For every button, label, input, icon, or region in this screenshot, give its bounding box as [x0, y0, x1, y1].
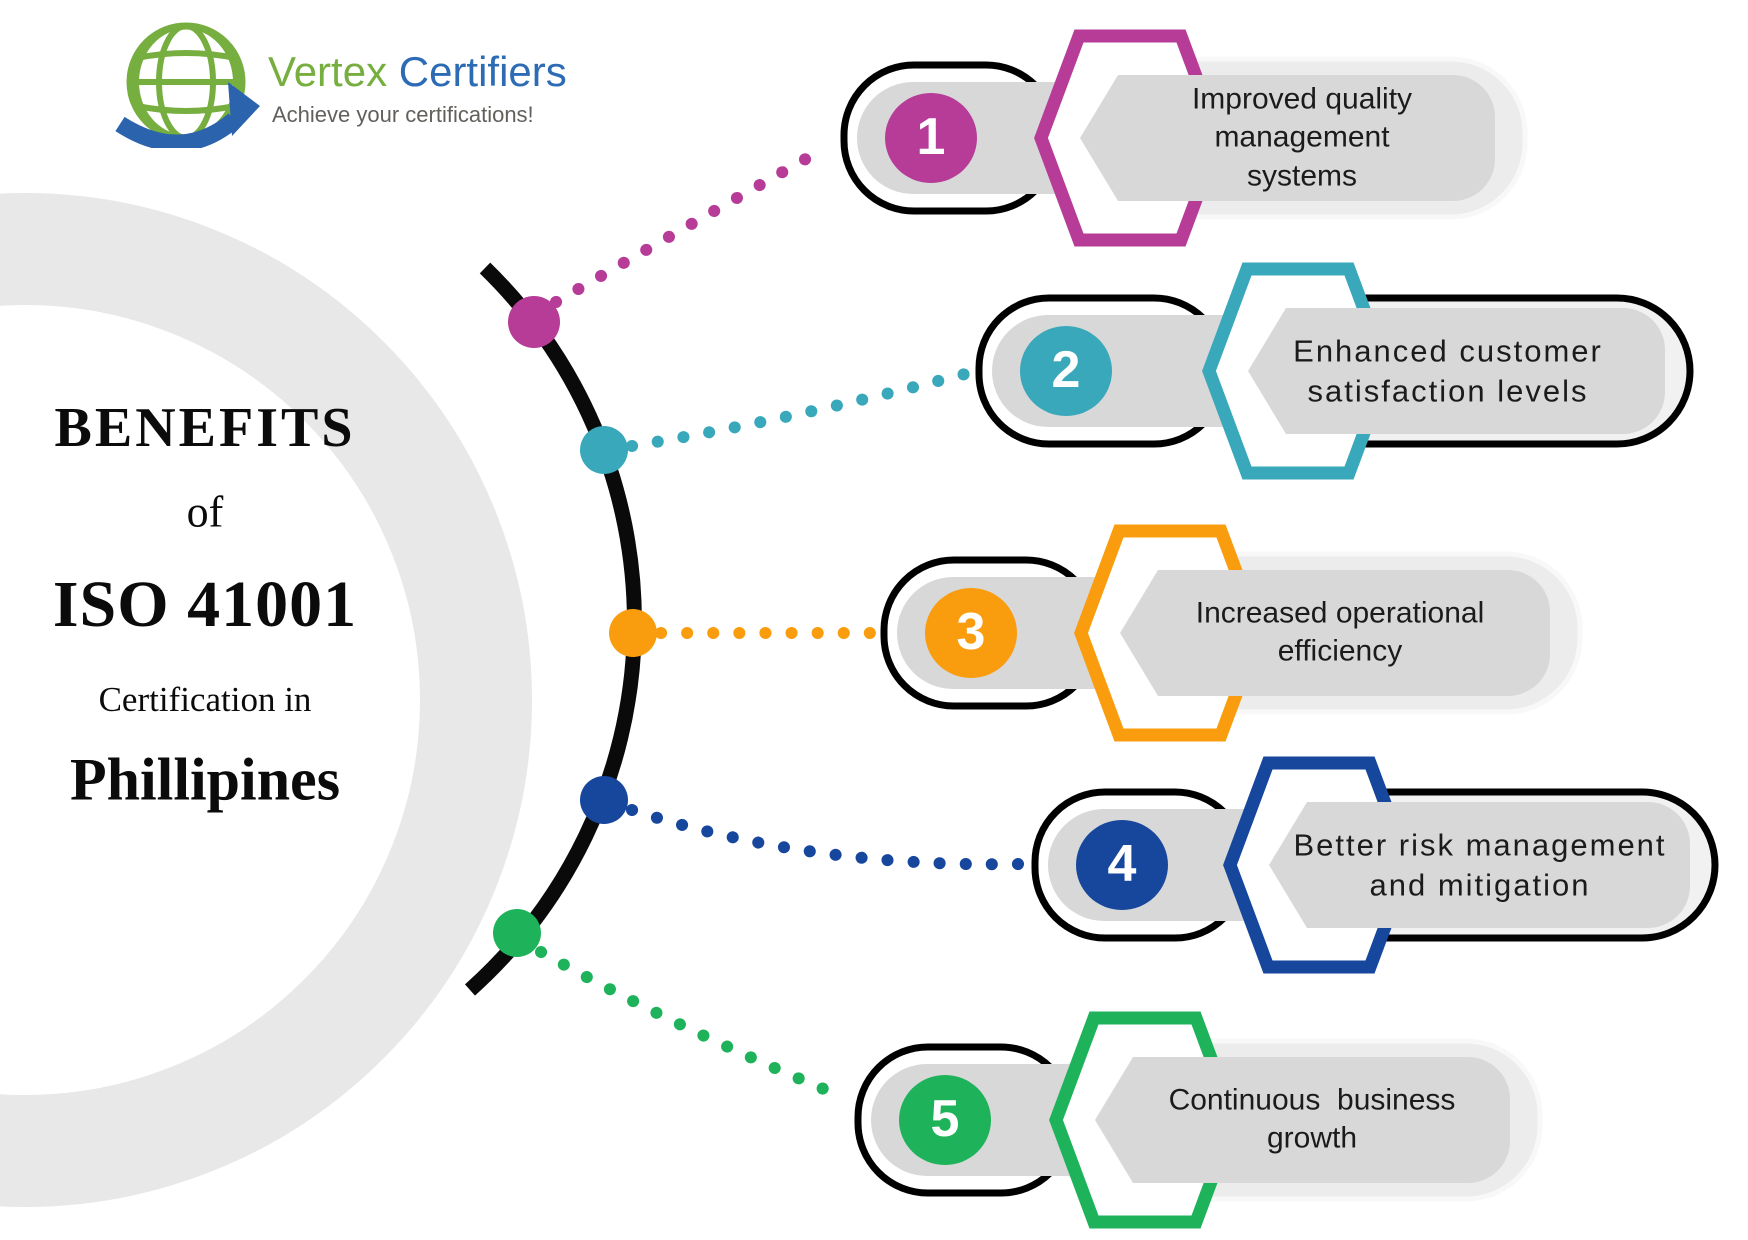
connector-dots-2 — [626, 368, 971, 452]
row4-text-plate — [1269, 802, 1690, 928]
row1-text-plate — [1080, 75, 1495, 201]
benefit-row-3 — [880, 524, 1583, 742]
title-iso-41001: ISO 41001 — [52, 568, 358, 641]
title-country: Phillipines — [69, 746, 341, 813]
arc-node-4 — [580, 776, 628, 824]
title-certification-in: Certification in — [98, 680, 312, 719]
arc-node-1 — [508, 296, 560, 348]
row4-number-badge — [1076, 820, 1168, 910]
background-ring — [0, 193, 532, 1207]
connector-dots-4 — [626, 804, 1026, 871]
row1-number-badge — [885, 93, 977, 183]
badge-number-2: 2 — [1051, 340, 1081, 399]
benefit-label-4: Better risk management and mitigation — [1293, 827, 1678, 902]
row3-text-plate — [1120, 570, 1550, 696]
row2-text-plate — [1248, 308, 1665, 434]
badge-number-3: 3 — [956, 602, 986, 661]
benefit-label-1: Improved quality management systems — [1191, 82, 1421, 193]
brand-second-word: Certifiers — [398, 48, 567, 95]
badge-number-4: 4 — [1107, 834, 1137, 893]
connector-dots-5 — [535, 946, 849, 1103]
title-of: of — [186, 487, 224, 537]
badge-number-1: 1 — [916, 107, 946, 166]
title-benefits: BENEFITS — [54, 397, 356, 459]
row5-text-plate — [1095, 1057, 1510, 1183]
benefit-label-2: Enhanced customer satisfaction levels — [1293, 333, 1614, 408]
connector-dots-1 — [550, 146, 824, 308]
brand-first-word: Vertex — [268, 48, 388, 95]
benefit-row-4 — [1031, 756, 1719, 974]
row3-number-badge — [925, 588, 1017, 678]
row5-number-badge — [899, 1075, 991, 1165]
benefit-label-5: Continuous business growth — [1168, 1083, 1464, 1155]
benefit-row-1 — [840, 29, 1528, 247]
arc-node-5 — [493, 909, 541, 957]
globe-arrow-icon — [115, 22, 260, 148]
benefit-label-3: Increased operational efficiency — [1195, 596, 1493, 668]
row2-number-badge — [1020, 326, 1112, 416]
badge-number-5: 5 — [930, 1089, 960, 1148]
arc-node-3 — [609, 609, 657, 657]
benefit-row-2 — [975, 262, 1694, 480]
benefit-row-5 — [854, 1011, 1543, 1229]
brand-name: Vertex Certifiers — [268, 48, 567, 96]
brand-tagline: Achieve your certifications! — [272, 102, 534, 127]
arc-node-2 — [580, 426, 628, 474]
